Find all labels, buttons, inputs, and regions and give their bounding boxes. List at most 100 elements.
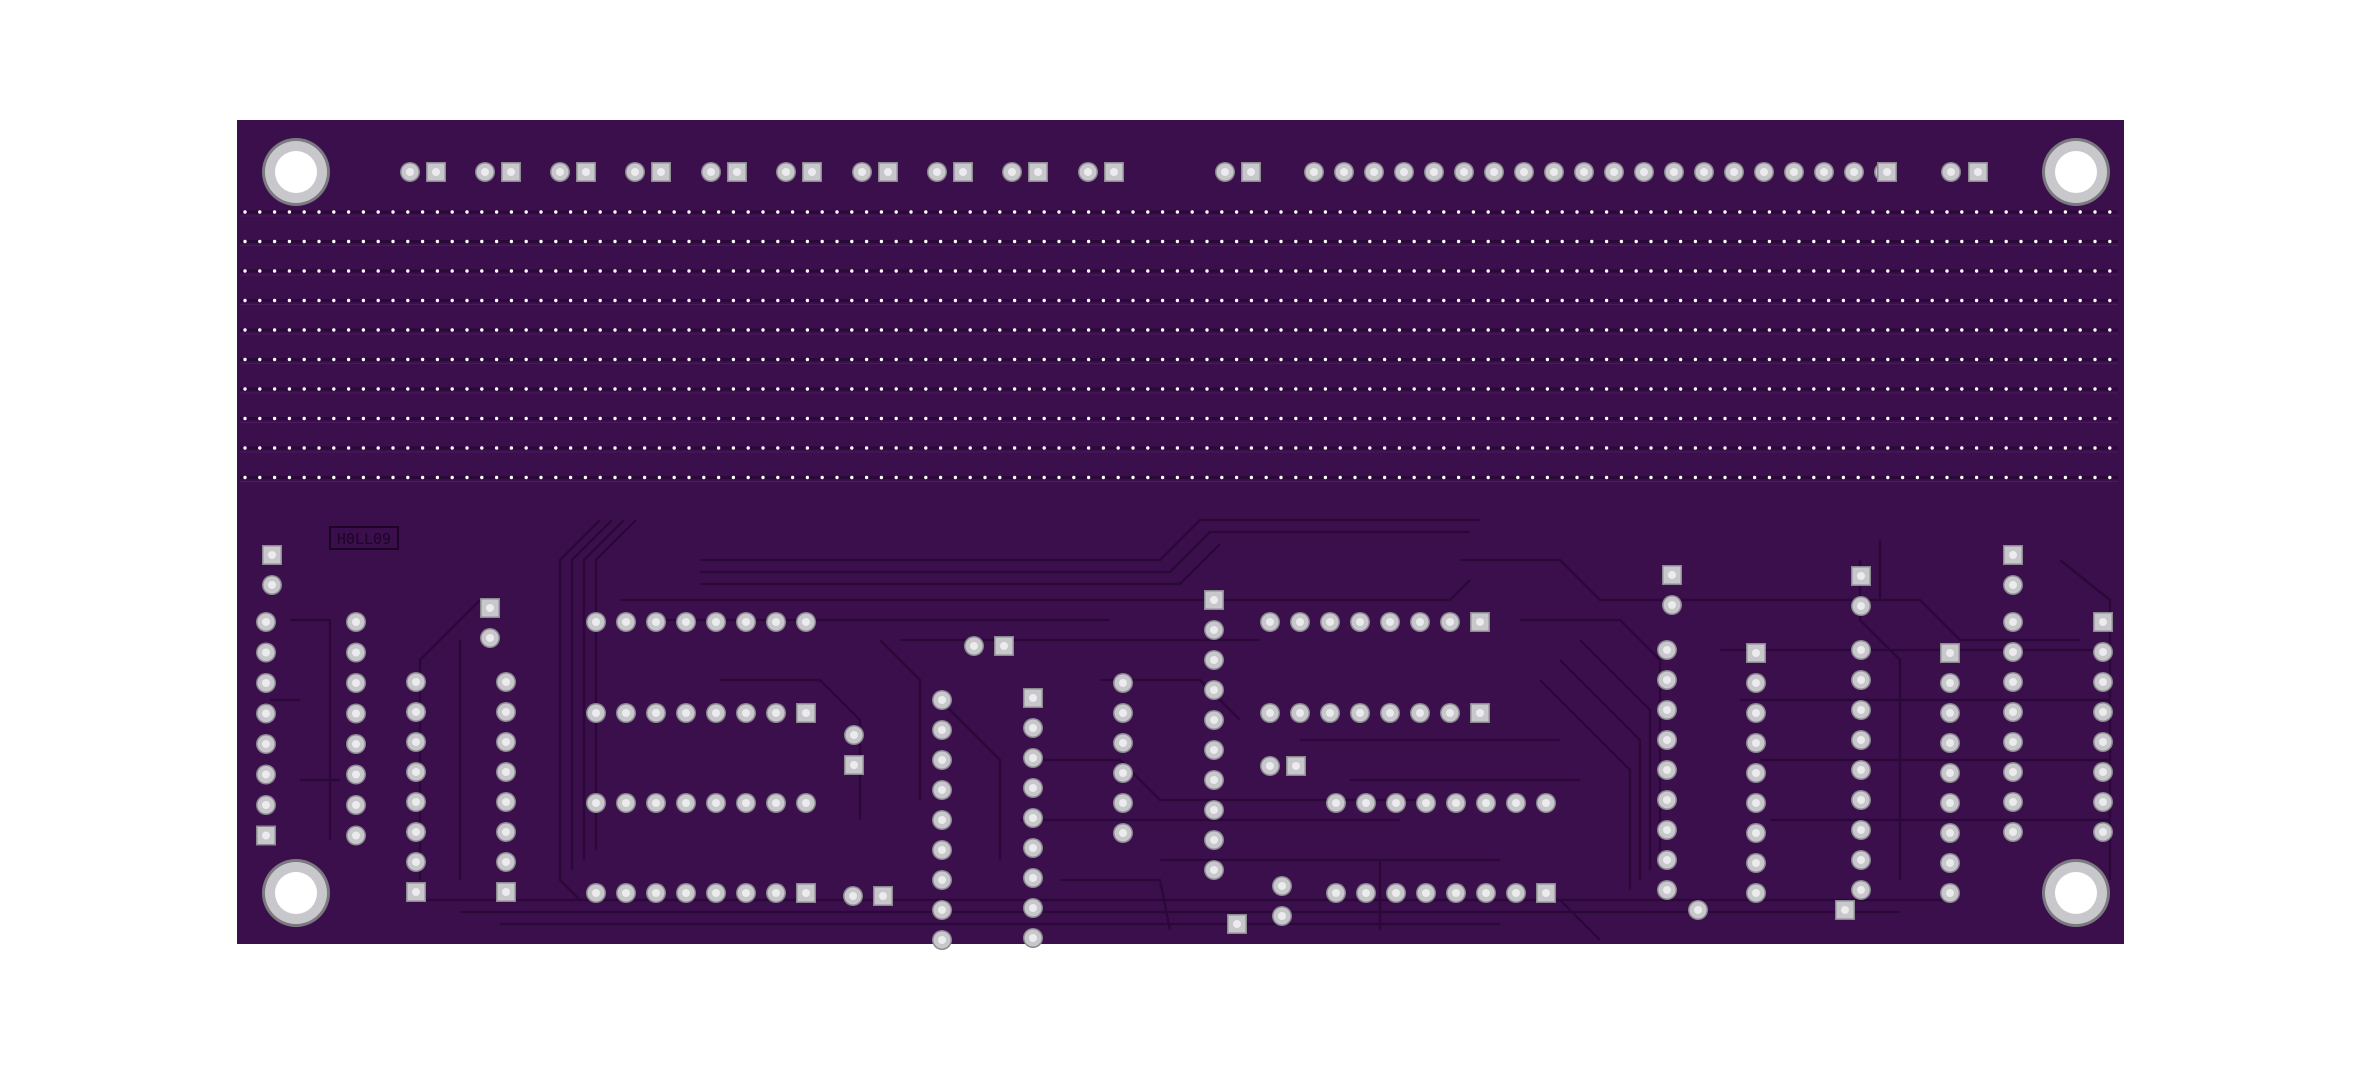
- round-pad: [1023, 868, 1043, 888]
- via: [790, 475, 795, 480]
- via: [850, 239, 854, 244]
- via: [1738, 210, 1742, 214]
- via: [272, 239, 277, 244]
- via: [1930, 357, 1934, 362]
- round-pad: [1023, 778, 1043, 798]
- via: [983, 357, 987, 362]
- via: [1767, 298, 1772, 303]
- via: [716, 239, 721, 244]
- via: [1915, 387, 1920, 391]
- via: [1279, 239, 1283, 244]
- round-pad: [1272, 906, 1292, 926]
- via: [2019, 446, 2023, 450]
- round-pad: [676, 612, 696, 632]
- via: [1101, 210, 1106, 214]
- via: [998, 446, 1002, 450]
- via: [361, 298, 366, 303]
- via: [1205, 328, 1209, 332]
- round-pad: [1320, 703, 1340, 723]
- via: [598, 416, 602, 421]
- square-pad: [1662, 565, 1682, 585]
- via: [1738, 239, 1742, 244]
- via: [1708, 387, 1712, 391]
- via: [1279, 357, 1283, 362]
- via: [1812, 239, 1816, 244]
- via: [1989, 446, 1994, 450]
- round-pad: [932, 750, 952, 770]
- via: [332, 210, 336, 214]
- via: [1427, 446, 1431, 450]
- via: [376, 269, 380, 273]
- round-pad: [1657, 820, 1677, 840]
- via: [1841, 475, 1846, 480]
- via: [1397, 298, 1402, 303]
- via: [1220, 239, 1224, 244]
- via: [1619, 210, 1624, 214]
- via: [1412, 328, 1416, 332]
- via: [509, 387, 514, 391]
- via: [1960, 239, 1964, 244]
- round-pad: [932, 810, 952, 830]
- round-pad: [1410, 703, 1430, 723]
- round-pad: [1446, 793, 1466, 813]
- via: [1886, 269, 1890, 273]
- via: [1738, 475, 1742, 480]
- via: [1471, 475, 1476, 480]
- round-pad: [1940, 673, 1960, 693]
- via: [1042, 387, 1046, 391]
- via: [894, 328, 898, 332]
- via: [1205, 475, 1209, 480]
- round-pad: [1851, 730, 1871, 750]
- via: [2004, 298, 2008, 303]
- via: [568, 239, 573, 244]
- via: [1516, 328, 1520, 332]
- via: [1427, 416, 1431, 421]
- round-pad: [1940, 823, 1960, 843]
- via: [494, 298, 499, 303]
- via: [879, 387, 884, 391]
- via: [2048, 239, 2053, 244]
- via: [953, 298, 958, 303]
- via: [687, 328, 691, 332]
- via: [998, 298, 1002, 303]
- via: [1886, 416, 1890, 421]
- round-pad: [1941, 162, 1961, 182]
- via: [554, 416, 558, 421]
- via: [1664, 357, 1668, 362]
- via: [1397, 269, 1402, 273]
- via: [864, 475, 869, 480]
- via: [1012, 387, 1017, 391]
- via: [2108, 446, 2112, 450]
- via: [317, 387, 321, 391]
- via: [1545, 328, 1550, 332]
- via: [1042, 357, 1046, 362]
- via: [1101, 357, 1106, 362]
- via: [820, 210, 824, 214]
- round-pad: [1078, 162, 1098, 182]
- round-pad: [1350, 612, 1370, 632]
- ic-footprint-pads: [256, 545, 2113, 950]
- via: [1989, 357, 1994, 362]
- via: [805, 239, 810, 244]
- via: [420, 387, 425, 391]
- via: [598, 475, 602, 480]
- via: [761, 446, 765, 450]
- via: [2063, 416, 2068, 421]
- via: [554, 475, 558, 480]
- via: [2004, 269, 2008, 273]
- via: [672, 446, 676, 450]
- via: [1486, 328, 1490, 332]
- via: [1101, 446, 1106, 450]
- via: [568, 387, 573, 391]
- via: [1131, 269, 1135, 273]
- via: [1708, 239, 1712, 244]
- via: [406, 328, 410, 332]
- via: [1797, 269, 1801, 273]
- via: [2004, 357, 2008, 362]
- via: [2004, 416, 2008, 421]
- trace: [700, 543, 1221, 586]
- via: [1826, 446, 1831, 450]
- via: [1886, 357, 1890, 362]
- via: [1190, 210, 1194, 214]
- via: [391, 357, 395, 362]
